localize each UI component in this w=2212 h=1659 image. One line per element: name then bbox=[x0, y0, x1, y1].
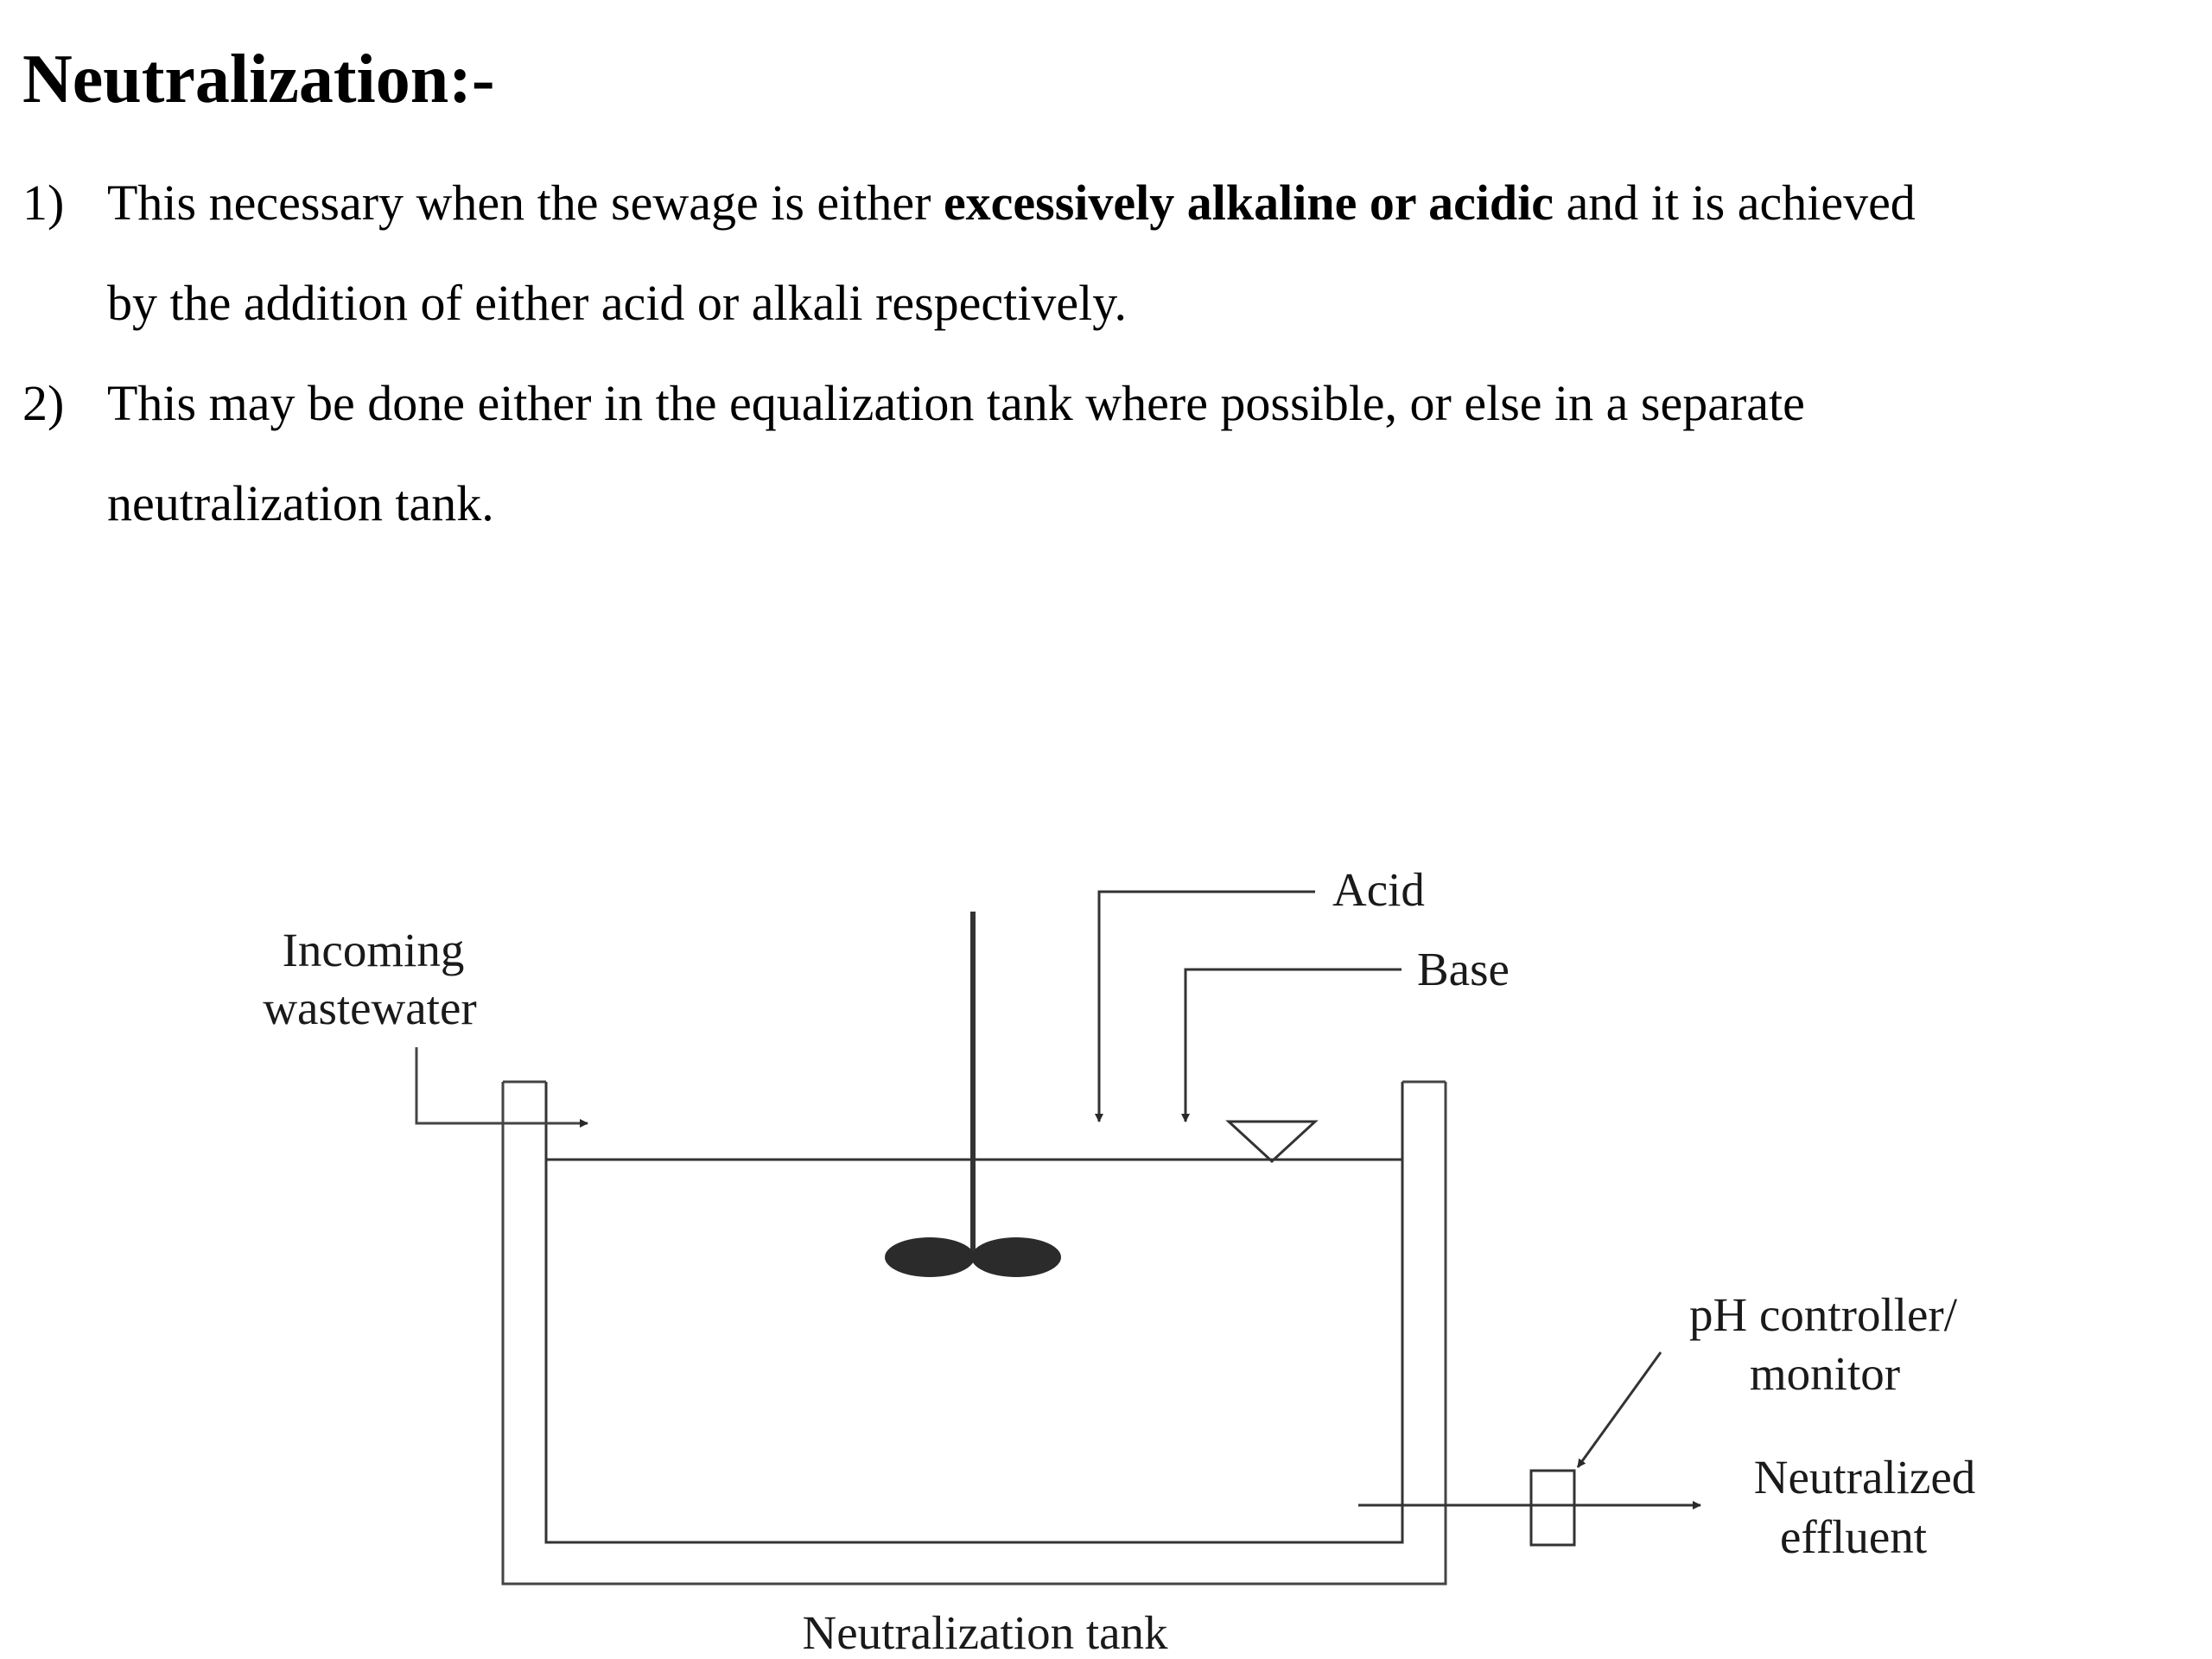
incoming-wastewater-label-line-2: wastewater bbox=[263, 982, 476, 1034]
acid-feed-arrow bbox=[1095, 890, 1315, 1122]
neutralized-effluent-label-line-2: effluent bbox=[1780, 1510, 1927, 1563]
page-title: Neutralization:- bbox=[22, 41, 495, 118]
neutralized-effluent-label-line-1: Neutralized bbox=[1754, 1451, 1976, 1503]
ph-controller-pointer bbox=[1576, 1351, 1662, 1468]
ph-sensor-box bbox=[1529, 1469, 1576, 1547]
acid-label: Acid bbox=[1332, 863, 1425, 916]
tank-outer-wall bbox=[501, 1082, 1447, 1586]
point-1-number: 1) bbox=[22, 175, 65, 231]
ph-controller-label-line-1: pH controller/ bbox=[1689, 1288, 1958, 1341]
point-1-line-1: This necessary when the sewage is either… bbox=[107, 178, 1916, 228]
point-2-line-1: This may be done either in the equalizat… bbox=[107, 375, 1805, 431]
tank-inner-wall bbox=[544, 1082, 1404, 1544]
incoming-wastewater-label-line-1: Incoming bbox=[283, 924, 465, 976]
tank-caption: Neutralization tank bbox=[802, 1606, 1168, 1659]
base-feed-arrow bbox=[1181, 968, 1402, 1122]
point-1-text-after: and it is achieved bbox=[1554, 175, 1916, 231]
base-label: Base bbox=[1417, 943, 1510, 995]
point-1-text-before: This necessary when the sewage is either bbox=[107, 175, 944, 231]
incoming-wastewater-arrow bbox=[415, 1047, 588, 1128]
water-level-marker bbox=[1225, 1120, 1319, 1164]
mixer-impeller-left bbox=[885, 1237, 975, 1277]
point-2-number: 2) bbox=[22, 375, 65, 431]
point-2-line-2: neutralization tank. bbox=[107, 475, 494, 531]
ph-controller-label-line-2: monitor bbox=[1750, 1347, 1900, 1400]
point-1-bold-text: excessively alkaline or acidic bbox=[943, 175, 1554, 231]
point-1-line-2: by the addition of either acid or alkali… bbox=[107, 275, 1127, 331]
mixer-impeller-right bbox=[971, 1237, 1061, 1277]
